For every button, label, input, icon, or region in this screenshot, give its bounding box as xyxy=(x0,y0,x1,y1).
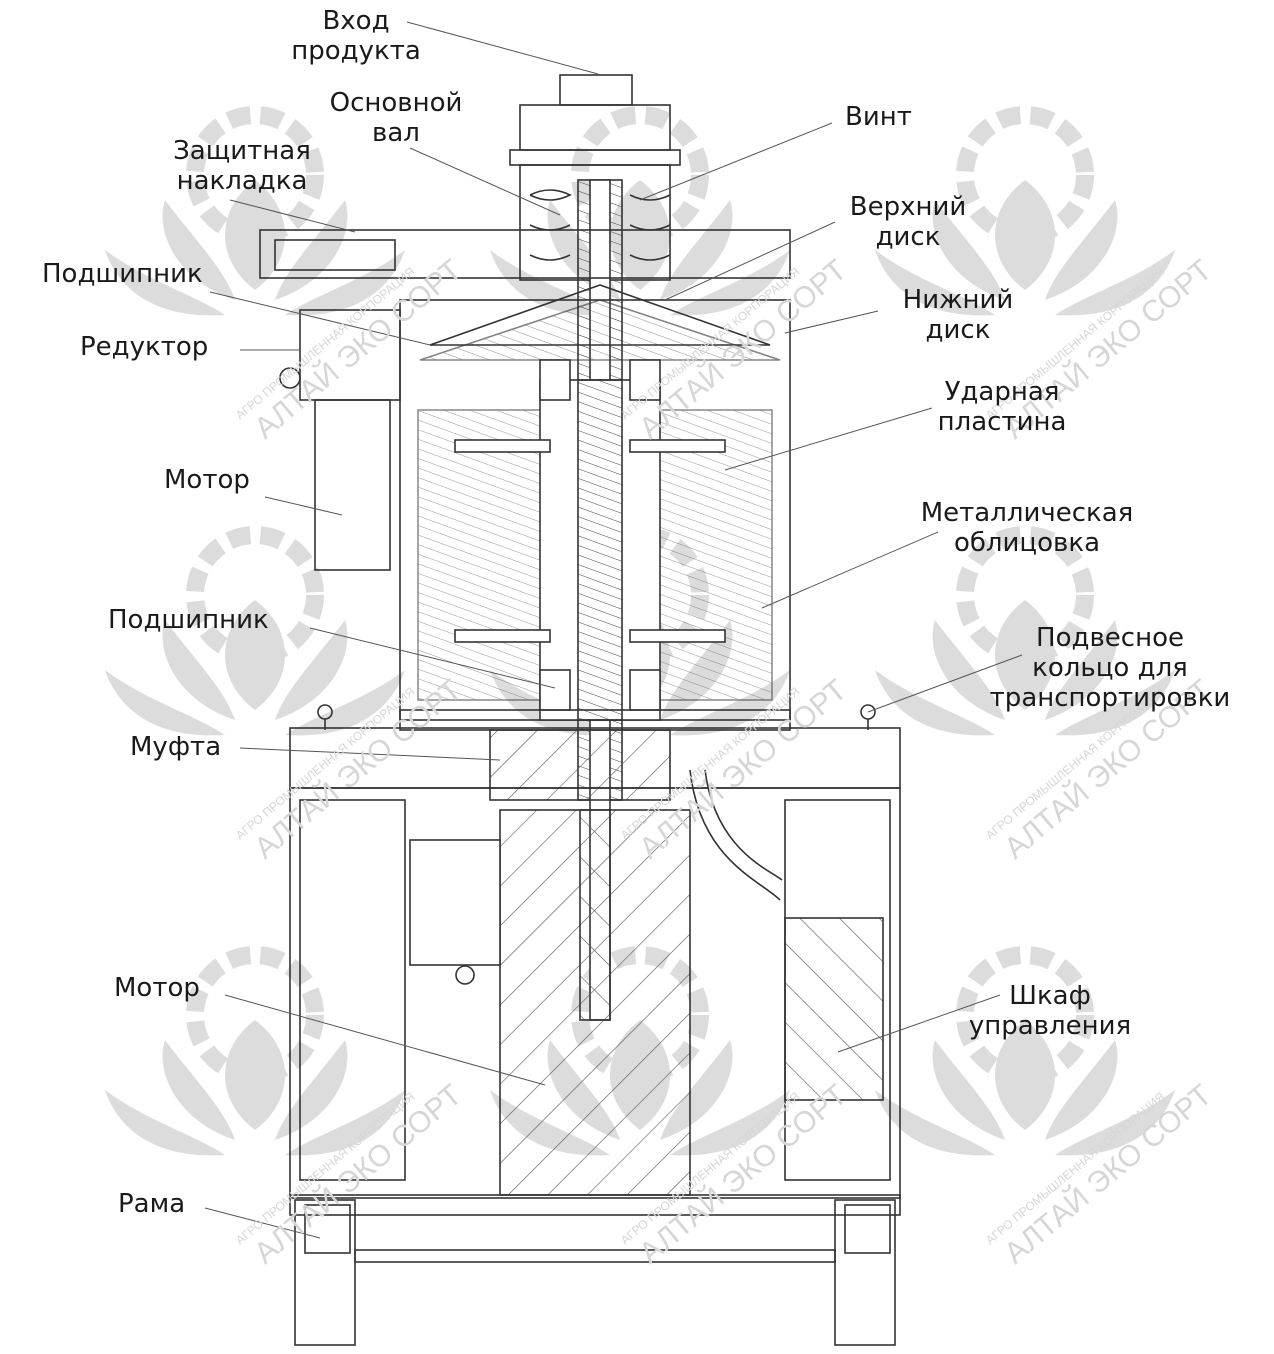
label-protective-cover: Защитная накладка xyxy=(173,136,311,196)
label-line: Муфта xyxy=(130,732,222,762)
label-product-inlet: Вход продукта xyxy=(291,6,421,66)
label-line: Ударная xyxy=(944,377,1060,407)
label-line: Шкаф xyxy=(1009,981,1091,1011)
label-control-cabinet: Шкаф управления xyxy=(969,981,1131,1041)
label-motor-bottom: Мотор xyxy=(114,973,200,1003)
label-line: продукта xyxy=(291,36,421,66)
label-line: Подшипник xyxy=(42,259,203,289)
label-line: транспортировки xyxy=(989,683,1231,713)
label-line: Редуктор xyxy=(80,332,209,362)
label-line: Подвесное xyxy=(1036,623,1184,653)
label-line: Подшипник xyxy=(108,605,269,635)
label-line: вал xyxy=(372,118,420,148)
label-coupling: Муфта xyxy=(130,732,221,762)
label-motor-top: Мотор xyxy=(164,465,250,495)
watermark-brand: АЛТАЙ ЭКО СОРТ xyxy=(248,1078,468,1271)
label-lower-disc: Нижний диск xyxy=(903,285,1014,345)
label-line: пластина xyxy=(937,407,1067,437)
label-bearing-bottom: Подшипник xyxy=(108,605,269,635)
label-line: Верхний xyxy=(849,192,967,222)
label-frame: Рама xyxy=(118,1189,185,1219)
label-line: Защитная xyxy=(173,136,311,166)
label-line: Рама xyxy=(118,1189,186,1219)
label-line: накладка xyxy=(176,166,308,196)
label-gearbox: Редуктор xyxy=(80,332,208,362)
label-lifting-ring: Подвесное кольцо для транспортировки xyxy=(990,623,1231,713)
label-main-shaft: Основной вал xyxy=(330,88,463,148)
label-line: Основной xyxy=(329,88,463,118)
label-metal-lining: Металлическая облицовка xyxy=(921,498,1134,558)
label-line: облицовка xyxy=(953,528,1101,558)
label-line: Нижний xyxy=(902,285,1014,315)
label-line: Вход xyxy=(322,6,390,36)
label-impact-plate: Ударная пластина xyxy=(938,377,1067,437)
label-upper-disc: Верхний диск xyxy=(850,192,967,252)
label-line: Мотор xyxy=(164,465,250,495)
leader-lines xyxy=(204,21,1023,1239)
label-line: Металлическая xyxy=(920,498,1134,528)
label-line: диск xyxy=(925,315,991,345)
label-line: диск xyxy=(875,222,941,252)
label-line: управления xyxy=(968,1011,1132,1041)
label-line: Мотор xyxy=(114,973,200,1003)
label-line: кольцо для xyxy=(1032,653,1188,683)
label-bearing-top: Подшипник xyxy=(42,259,203,289)
label-line: Винт xyxy=(845,102,912,132)
label-screw: Винт xyxy=(845,102,912,132)
